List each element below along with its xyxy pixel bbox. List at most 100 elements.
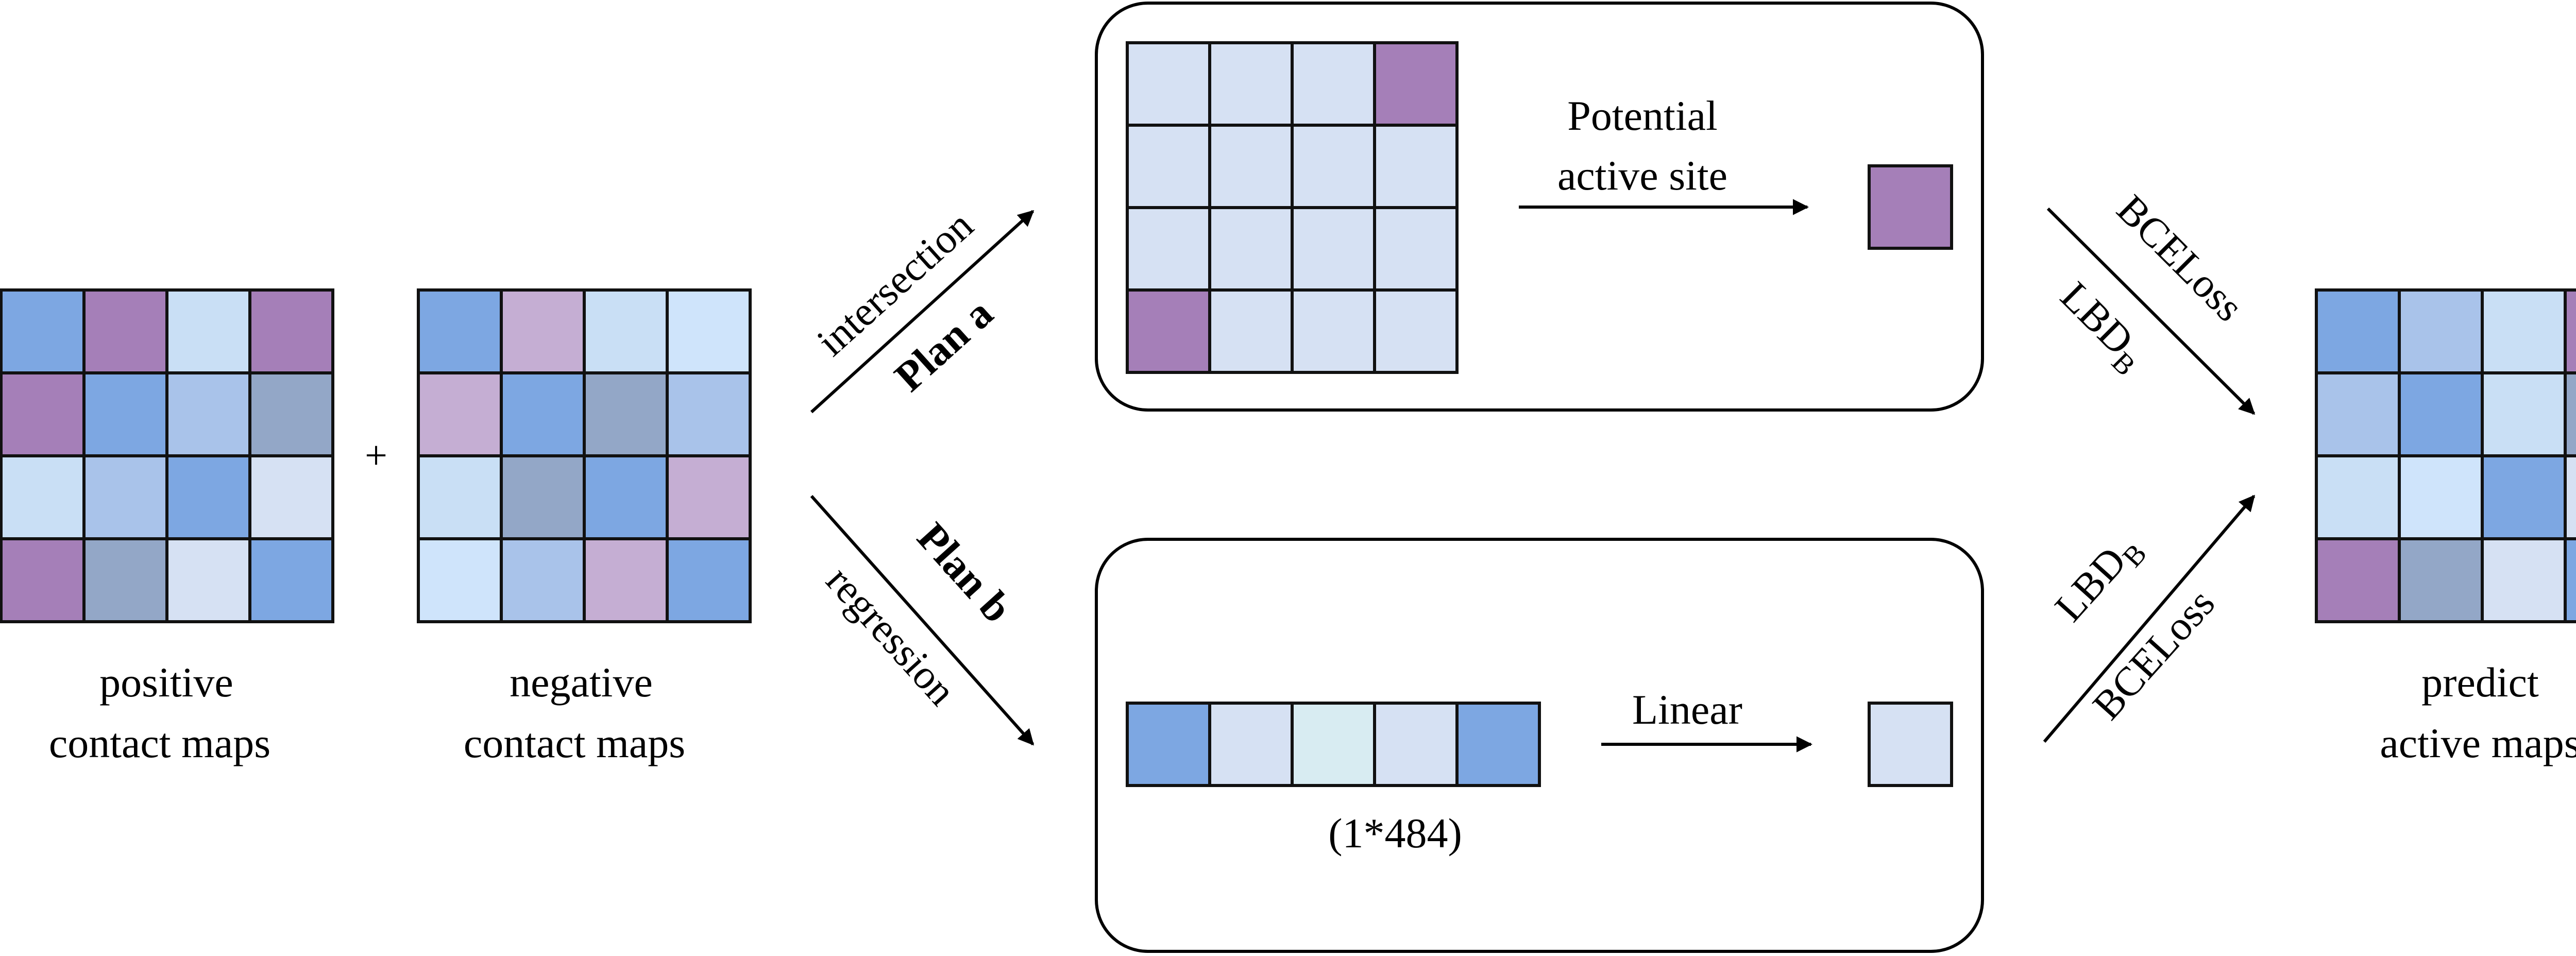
- feature-vector-cell: [1373, 702, 1459, 787]
- positive-contact-map-cell: [0, 454, 86, 540]
- predict-active-map-cell: [2398, 371, 2484, 457]
- predict-active-map-cell: [2564, 371, 2576, 457]
- positive-contact-map-cell: [248, 537, 334, 623]
- plan-a-arrow: [810, 210, 1035, 414]
- plan-a-intersection-map-cell: [1126, 41, 1211, 127]
- plan-a-intersection-map-cell: [1373, 41, 1459, 127]
- predict-active-map-cell: [2315, 371, 2401, 457]
- predict-active-map-cell: [2315, 288, 2401, 374]
- vector-size-label: (1*484): [1328, 810, 1462, 857]
- negative-contact-map-cell: [500, 454, 586, 540]
- plan-a-intersection-map-cell: [1208, 41, 1294, 127]
- plan-a-box: [1095, 2, 1984, 412]
- linear-label: Linear: [1632, 686, 1742, 733]
- negative-contact-map-cell: [417, 454, 503, 540]
- positive-contact-map-cell: [248, 454, 334, 540]
- bceloss-bottom-label: BCELoss: [2084, 581, 2224, 728]
- feature-vector: [1126, 702, 1541, 787]
- plan-a-intersection-map-cell: [1291, 288, 1376, 374]
- positive-contact-map-cell: [165, 537, 251, 623]
- predict-active-map-cell: [2398, 454, 2484, 540]
- potential-label-line2: active site: [1557, 152, 1727, 199]
- plan-a-intersection-map-cell: [1208, 206, 1294, 292]
- plan-b-label: Plan b: [908, 514, 1021, 631]
- predict-active-map-cell: [2481, 537, 2567, 623]
- negative-label-line2: contact maps: [464, 720, 685, 766]
- negative-label-line1: negative: [510, 659, 653, 706]
- positive-contact-map-cell: [82, 537, 168, 623]
- negative-contact-map-cell: [417, 288, 503, 374]
- feature-vector-cell: [1455, 702, 1541, 787]
- negative-contact-map: [417, 288, 752, 623]
- predict-active-map: [2315, 288, 2576, 623]
- plan-a-output-cell: [1868, 164, 1953, 250]
- predict-active-map-cell: [2398, 537, 2484, 623]
- bottom-loss-arrow: [2043, 494, 2256, 743]
- positive-contact-map-cell: [0, 288, 86, 374]
- negative-contact-map-cell: [500, 371, 586, 457]
- negative-contact-map-cell: [583, 537, 669, 623]
- negative-contact-map-cell: [583, 454, 669, 540]
- top-loss-arrow: [2046, 207, 2256, 415]
- positive-contact-map-cell: [0, 537, 86, 623]
- plan-a-intersection-map-cell: [1126, 124, 1211, 209]
- negative-contact-map-cell: [500, 537, 586, 623]
- predict-label-line2: active maps: [2380, 720, 2576, 766]
- positive-contact-map-cell: [0, 371, 86, 457]
- plan-a-intersection-map-cell: [1373, 288, 1459, 374]
- feature-vector-cell: [1208, 702, 1294, 787]
- negative-contact-map-cell: [583, 371, 669, 457]
- positive-contact-map-cell: [165, 288, 251, 374]
- predict-active-map-cell: [2315, 454, 2401, 540]
- plan-b-output-cell: [1868, 702, 1953, 787]
- positive-label-line2: contact maps: [49, 720, 270, 766]
- predict-active-map-cell: [2481, 288, 2567, 374]
- plan-a-intersection-map-cell: [1291, 124, 1376, 209]
- potential-label-line1: Potential: [1567, 92, 1718, 139]
- lbdb-bottom-label: LBDB: [2046, 524, 2153, 635]
- negative-contact-map-cell: [417, 371, 503, 457]
- negative-contact-map-cell: [583, 288, 669, 374]
- predict-active-map-cell: [2564, 288, 2576, 374]
- positive-contact-map: [0, 288, 334, 623]
- plan-a-intersection-map-cell: [1208, 288, 1294, 374]
- predict-active-map-cell: [2564, 454, 2576, 540]
- feature-vector-cell: [1291, 702, 1376, 787]
- positive-contact-map-cell: [165, 371, 251, 457]
- plus-sign: +: [365, 433, 387, 477]
- predict-active-map-cell: [2481, 454, 2567, 540]
- plan-a-intersection-map-cell: [1208, 124, 1294, 209]
- negative-contact-map-cell: [666, 537, 752, 623]
- predict-active-map-cell: [2481, 371, 2567, 457]
- positive-label-line1: positive: [99, 659, 233, 706]
- plan-b-box: [1095, 538, 1984, 953]
- lbdb-top-label: LBDB: [2047, 274, 2156, 382]
- plan-b-arrow: [810, 495, 1035, 746]
- positive-contact-map-cell: [248, 288, 334, 374]
- predict-active-map-cell: [2315, 537, 2401, 623]
- negative-contact-map-cell: [500, 288, 586, 374]
- plan-a-intersection-map-cell: [1291, 206, 1376, 292]
- positive-contact-map-cell: [165, 454, 251, 540]
- plan-a-intersection-map-cell: [1126, 288, 1211, 374]
- negative-contact-map-cell: [666, 371, 752, 457]
- negative-contact-map-cell: [417, 537, 503, 623]
- predict-label-line1: predict: [2421, 659, 2539, 706]
- predict-active-map-cell: [2398, 288, 2484, 374]
- negative-contact-map-cell: [666, 288, 752, 374]
- plan-a-intersection-map-cell: [1373, 124, 1459, 209]
- plan-a-intersection-map-cell: [1126, 206, 1211, 292]
- plan-a-intersection-map-cell: [1373, 206, 1459, 292]
- plan-a-intersection-map: [1126, 41, 1459, 374]
- predict-active-map-cell: [2564, 537, 2576, 623]
- bceloss-top-label: BCELoss: [2108, 186, 2252, 330]
- positive-contact-map-cell: [82, 454, 168, 540]
- plan-a-intersection-map-cell: [1291, 41, 1376, 127]
- positive-contact-map-cell: [248, 371, 334, 457]
- feature-vector-cell: [1126, 702, 1211, 787]
- positive-contact-map-cell: [82, 371, 168, 457]
- positive-contact-map-cell: [82, 288, 168, 374]
- negative-contact-map-cell: [666, 454, 752, 540]
